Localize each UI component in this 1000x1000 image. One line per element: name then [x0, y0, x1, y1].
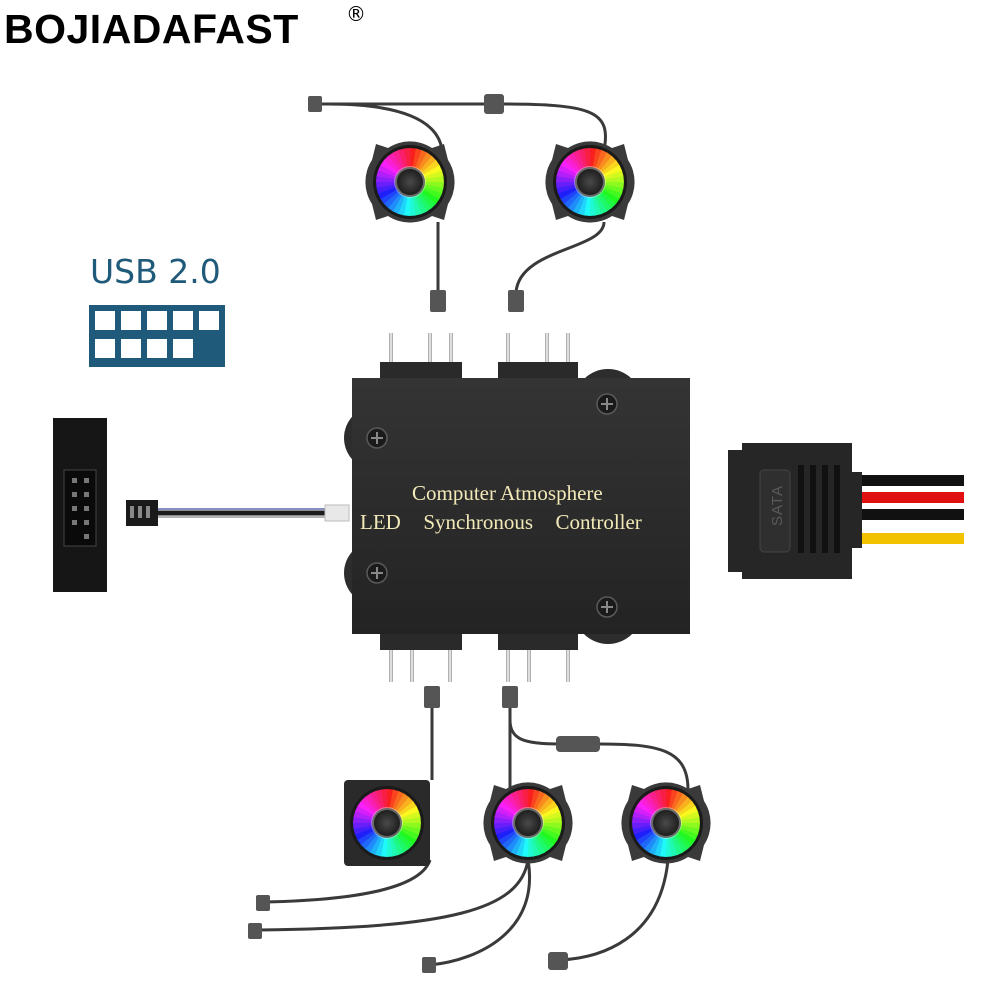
rgb-ring [376, 148, 444, 216]
usb-label: USB 2.0 [90, 252, 221, 291]
sata-label: SATA [768, 485, 786, 526]
rgb-fan-bottom-middle [483, 782, 573, 864]
top-cables [318, 102, 607, 293]
usb-pin-icon [89, 305, 225, 367]
fan-hub [515, 810, 541, 836]
rgb-fan-top-left [365, 141, 455, 223]
controller-body [344, 362, 690, 650]
fan-hub [374, 810, 400, 836]
sata-power-wires [862, 475, 964, 544]
registered-mark: ® [346, 2, 366, 26]
bottom-connectors [248, 686, 600, 973]
brand-name: BOJIADAFAST [4, 6, 299, 52]
sata-connector [728, 443, 862, 579]
brand-logo: BOJIADAFAST [4, 6, 299, 53]
rgb-fan-top-right [545, 141, 635, 223]
rgb-ring [556, 148, 624, 216]
usb-header-board [53, 418, 107, 592]
rgb-ring [632, 789, 700, 857]
controller-label-line2: LED Synchronous Controller [360, 510, 642, 534]
rgb-ring [353, 789, 421, 857]
bottom-cables [257, 700, 690, 967]
top-connectors [308, 94, 524, 312]
fan-hub [653, 810, 679, 836]
controller-pins-bottom [389, 650, 570, 682]
usb-cable [126, 500, 350, 526]
controller-label-line1: Computer Atmosphere [412, 481, 603, 505]
rgb-ring [494, 789, 562, 857]
fan-hub [397, 169, 423, 195]
rgb-fan-bottom-right [621, 782, 711, 864]
controller-pins-top [389, 333, 570, 365]
rgb-fan-bottom-left [344, 780, 430, 866]
fan-hub [577, 169, 603, 195]
